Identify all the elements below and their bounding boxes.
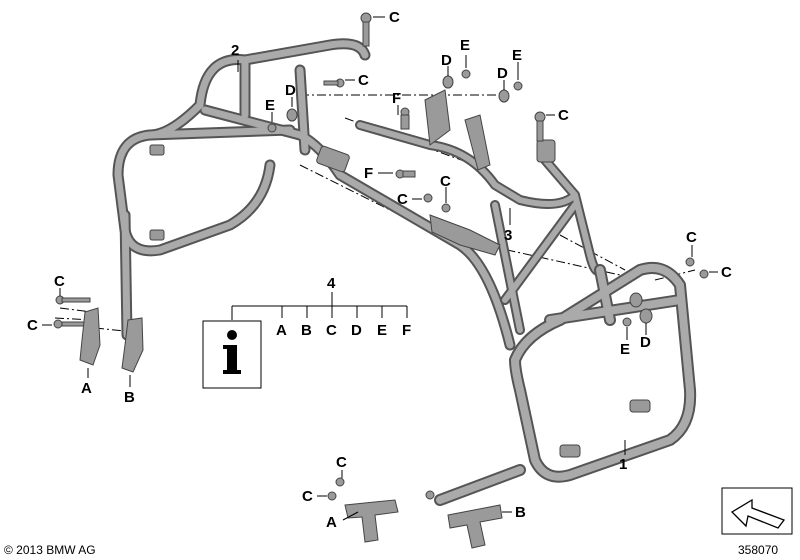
label-part-3: 3 bbox=[504, 227, 512, 244]
label-e-left: E bbox=[265, 97, 275, 114]
bolt-c-left bbox=[53, 295, 91, 329]
nut-e-left bbox=[267, 123, 277, 133]
label-c-far-right: C bbox=[721, 264, 732, 281]
bolt-c-mid bbox=[323, 78, 345, 88]
bracket-b-bottom bbox=[447, 504, 503, 549]
label-c-left: C bbox=[27, 317, 38, 334]
washer-d-lower bbox=[639, 308, 653, 324]
label-c-center-left: C bbox=[397, 191, 408, 208]
label-c-center: C bbox=[440, 173, 451, 190]
right-pannier-frame bbox=[425, 261, 697, 506]
label-c-bottom-top: C bbox=[336, 454, 347, 471]
label-d-right: D bbox=[497, 65, 508, 82]
label-c-right: C bbox=[558, 107, 569, 124]
label-e-top: E bbox=[460, 37, 470, 54]
copyright: © 2013 BMW AG bbox=[4, 543, 96, 557]
kit-item-b: B bbox=[301, 322, 312, 339]
washer-d-top bbox=[442, 75, 454, 89]
kit-legend: 4 A B C D E F bbox=[202, 275, 411, 389]
bolt-c-center bbox=[423, 193, 451, 213]
bolt-c-right bbox=[534, 111, 546, 142]
bolt-c-far-right bbox=[685, 257, 709, 279]
label-d-top: D bbox=[441, 52, 452, 69]
nut-e-top bbox=[461, 69, 471, 79]
label-b-bottom: B bbox=[515, 504, 526, 521]
label-part-1: 1 bbox=[619, 456, 627, 473]
washer-d-left bbox=[286, 108, 298, 122]
left-pannier-frame bbox=[112, 38, 516, 351]
label-c-mid: C bbox=[358, 72, 369, 89]
label-part-2: 2 bbox=[231, 42, 239, 59]
bolt-c-bottom bbox=[327, 477, 345, 501]
bracket-b-left bbox=[121, 317, 144, 373]
label-e-right: E bbox=[512, 47, 522, 64]
hardware bbox=[53, 12, 709, 501]
kit-item-f: F bbox=[402, 322, 411, 339]
label-d-lower: D bbox=[640, 334, 651, 351]
bolt-f-top bbox=[400, 107, 410, 130]
label-f-lower: F bbox=[364, 165, 373, 182]
label-d-left: D bbox=[285, 82, 296, 99]
info-icon bbox=[223, 330, 241, 374]
leader-lines bbox=[42, 16, 718, 521]
kit-item-a: A bbox=[276, 322, 287, 339]
label-c-bottom: C bbox=[302, 488, 313, 505]
bracket-a-left bbox=[79, 307, 101, 366]
bottom-brackets bbox=[344, 499, 503, 549]
label-a-bottom: A bbox=[326, 514, 337, 531]
label-e-lower: E bbox=[620, 341, 630, 358]
label-c-left-top: C bbox=[54, 273, 65, 290]
nut-e-lower bbox=[622, 317, 632, 327]
kit-item-e: E bbox=[377, 322, 387, 339]
label-c-top: C bbox=[389, 9, 400, 26]
kit-item-c: C bbox=[326, 322, 337, 339]
bolt-c-top bbox=[360, 12, 372, 47]
kit-item-d: D bbox=[351, 322, 362, 339]
label-f-top: F bbox=[392, 90, 401, 107]
left-brackets bbox=[79, 307, 144, 373]
label-part-4: 4 bbox=[327, 275, 336, 292]
bracket-a-bottom bbox=[344, 499, 399, 543]
center-rack bbox=[355, 89, 605, 335]
label-a-left: A bbox=[81, 380, 92, 397]
nut-e-right bbox=[513, 81, 523, 91]
arrow-icon[interactable] bbox=[721, 487, 793, 535]
diagram-number: 358070 bbox=[738, 543, 778, 557]
washer-d-lower-2 bbox=[629, 292, 643, 308]
washer-d-right bbox=[498, 89, 510, 103]
label-c-far-right-top: C bbox=[686, 229, 697, 246]
label-b-left: B bbox=[124, 389, 135, 406]
bolt-f-lower bbox=[395, 169, 416, 179]
callouts: C 2 C D E D E D E F F C C C 3 C C D E C … bbox=[27, 9, 732, 531]
